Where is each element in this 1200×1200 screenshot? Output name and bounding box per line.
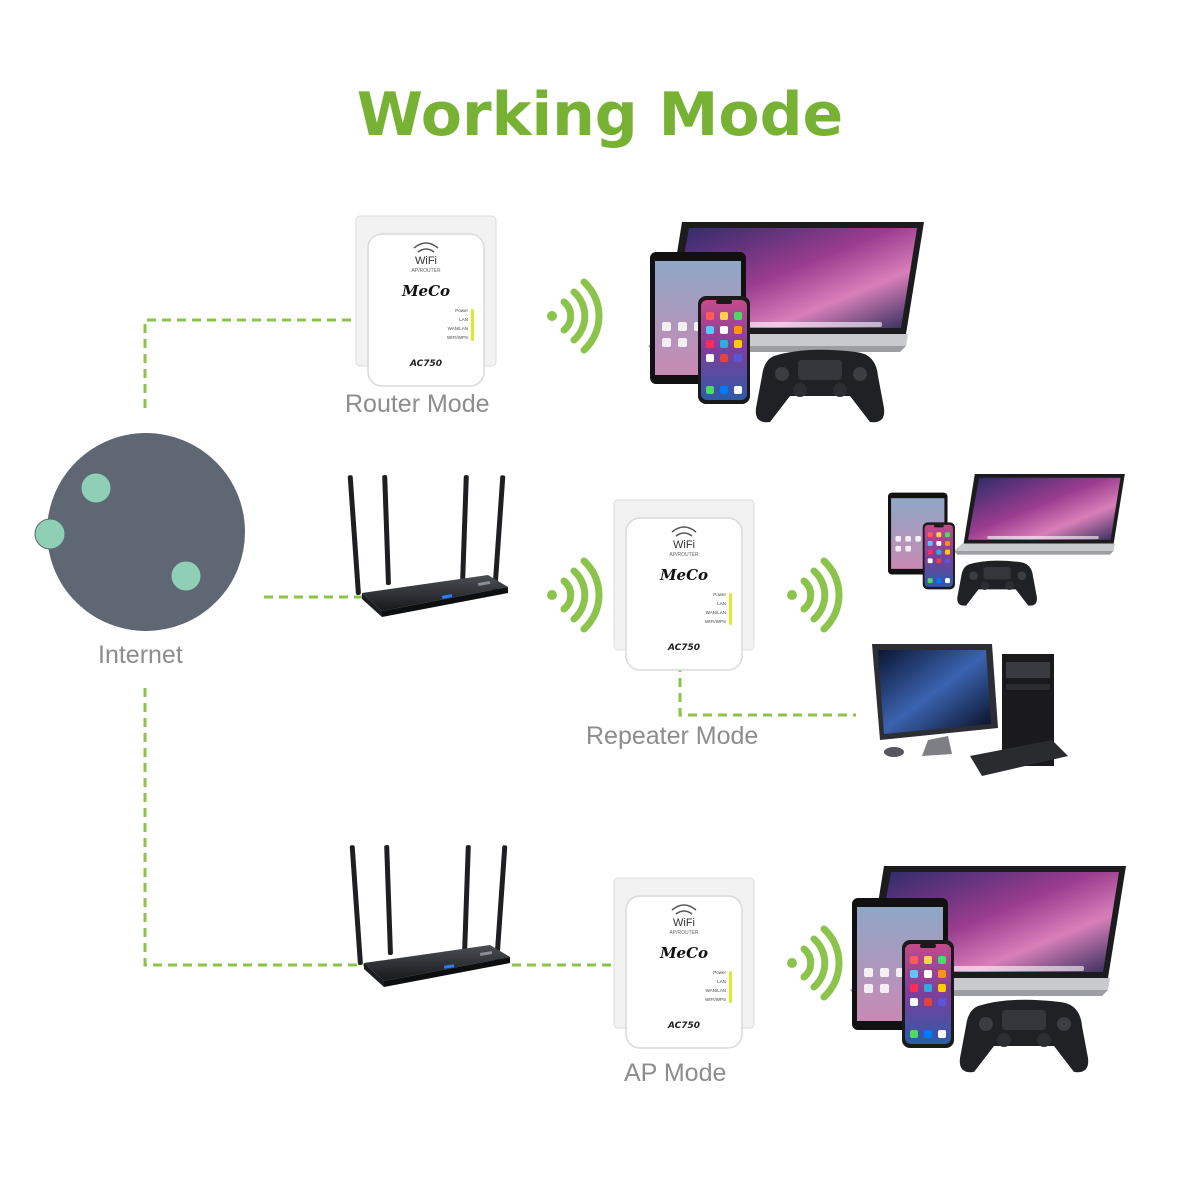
desktop-pc-icon: [872, 644, 1068, 776]
globe-node: [80, 472, 112, 504]
page-title: Working Mode: [356, 80, 844, 150]
wifi-signal-icon: [547, 282, 599, 350]
router-mode-label: Router Mode: [345, 390, 490, 418]
router-mode-clients: [648, 222, 924, 423]
gamepad-icon: [959, 999, 1089, 1073]
wifi-signal-icon: [547, 561, 599, 629]
connector-internet-router-mode: [143, 318, 356, 408]
gamepad-icon: [755, 349, 885, 423]
laptop-icon: [953, 474, 1125, 555]
connector-repeater-desktop: [678, 663, 856, 717]
smartphone-icon: [902, 940, 954, 1048]
router-mode-extender: [355, 215, 497, 387]
repeater-mode-clients: [872, 474, 1125, 776]
repeater-mode-label: Repeater Mode: [586, 722, 759, 750]
wifi-signal-icon: [787, 561, 839, 629]
gamepad-icon: [957, 560, 1037, 606]
ap-mode-label: AP Mode: [624, 1059, 727, 1087]
smartphone-icon: [698, 296, 750, 404]
ap-mode-clients: [850, 866, 1126, 1073]
internet-label: Internet: [98, 641, 183, 669]
globe-node: [34, 518, 66, 550]
wifi-signal-icon: [787, 929, 839, 997]
globe-node: [170, 560, 202, 592]
globe-icon: [34, 433, 245, 631]
wireless-router-icon: [347, 474, 508, 617]
wireless-router-icon: [349, 844, 510, 987]
connector-internet-ap-router: [143, 688, 372, 967]
ap-mode-extender: [613, 877, 755, 1049]
smartphone-icon: [922, 522, 955, 590]
repeater-mode-extender: [613, 499, 755, 671]
